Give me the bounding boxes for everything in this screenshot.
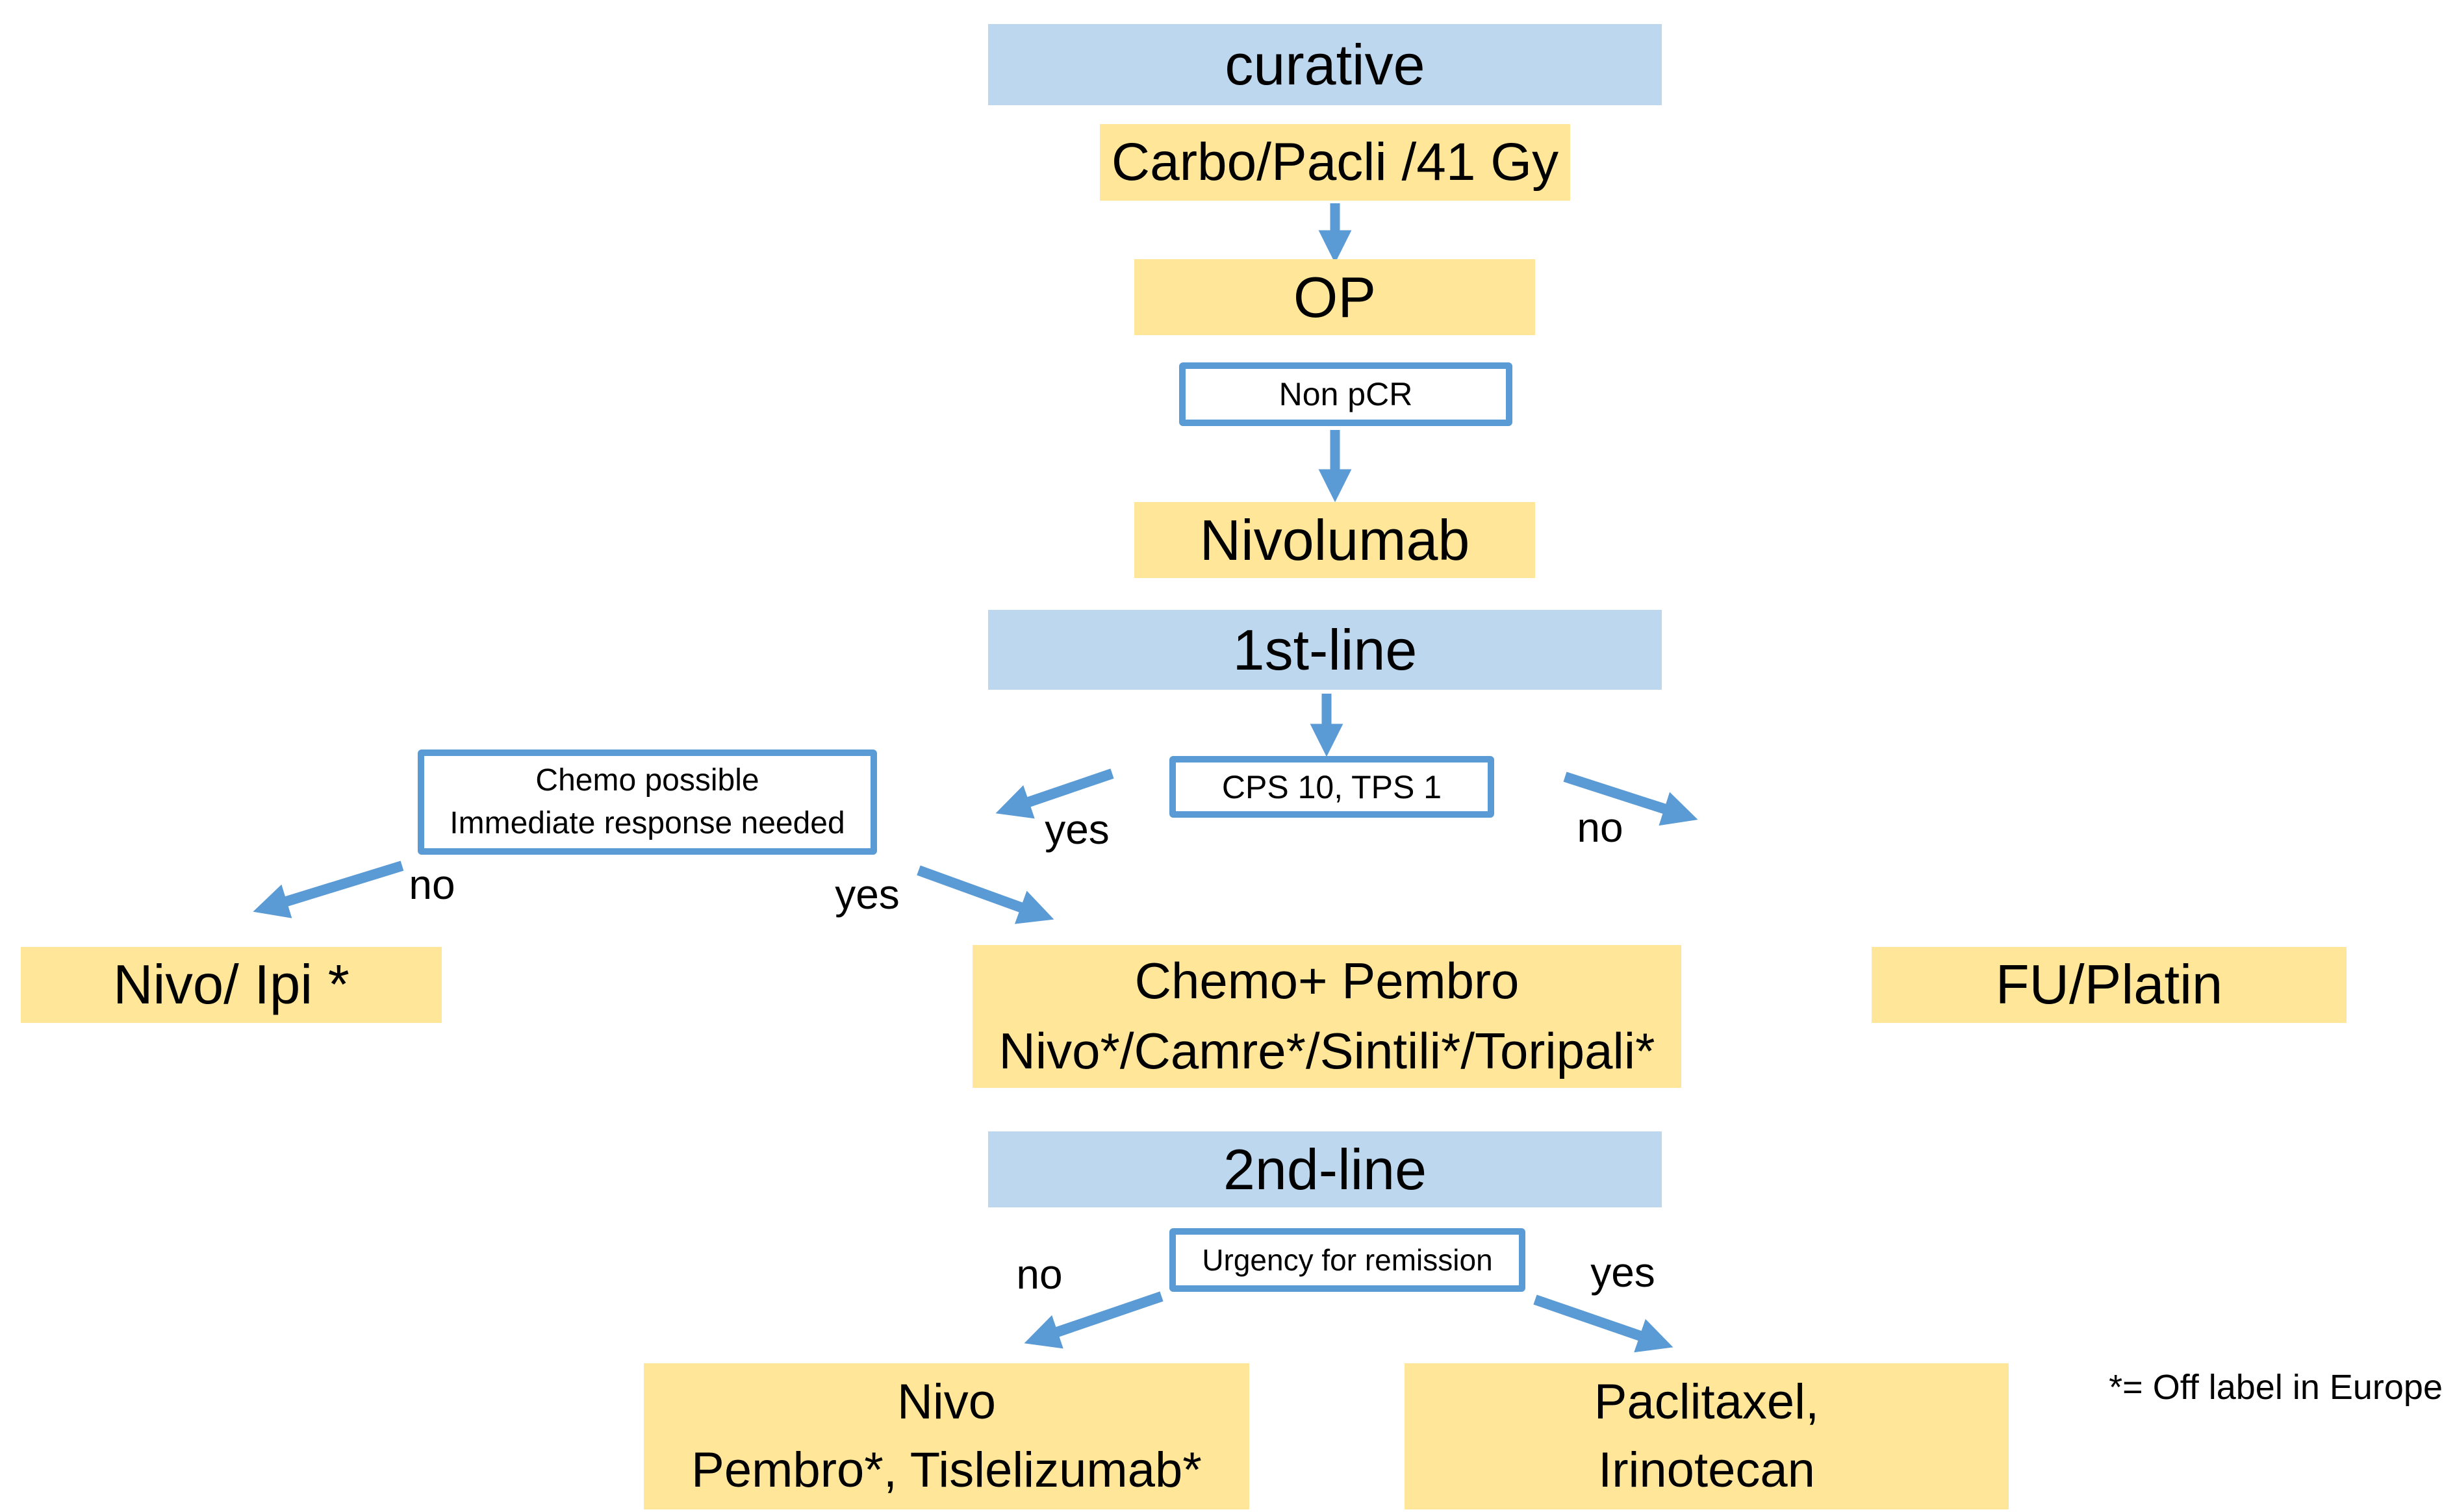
node-cps-decision-label: CPS 10, TPS 1 <box>1221 768 1442 805</box>
node-op-label: OP <box>1293 264 1377 329</box>
connector-urgency-yes <box>1533 1294 1673 1353</box>
node-chemo-possible-line2: Immediate response needed <box>450 806 845 840</box>
node-chemo-pembro-line2: Nivo*/Camre*/Sintili*/Toripali* <box>999 1022 1655 1079</box>
node-op: OP <box>1134 259 1535 335</box>
node-paclitaxel-irinotecan: Paclitaxel, Irinotecan <box>1405 1363 2009 1509</box>
node-carbo-pacli: Carbo/Pacli /41 Gy <box>1100 124 1570 201</box>
connector-urgency-no <box>1024 1291 1164 1349</box>
node-non-pcr-label: Non pCR <box>1278 376 1413 412</box>
node-chemo-pembro-line1: Chemo+ Pembro <box>1134 952 1520 1010</box>
edge-label-cps-no: no <box>1577 804 1623 851</box>
connector-chemopossible-yes <box>917 865 1054 924</box>
node-first-line-label: 1st-line <box>1232 617 1418 682</box>
edge-label-chemo-yes: yes <box>835 871 900 918</box>
node-chemo-possible: Chemo possible Immediate response needed <box>418 750 877 855</box>
node-nivo-ipi: Nivo/ Ipi * <box>21 947 442 1023</box>
node-urgency-label: Urgency for remission <box>1202 1243 1493 1277</box>
node-curative: curative <box>988 24 1662 105</box>
edge-label-urgency-yes: yes <box>1590 1249 1655 1296</box>
edge-label-chemo-no: no <box>409 861 455 908</box>
node-cps-decision: CPS 10, TPS 1 <box>1169 756 1494 818</box>
node-first-line: 1st-line <box>988 610 1662 690</box>
node-nivo-pembro-line2: Pembro*, Tislelizumab* <box>691 1442 1202 1498</box>
node-nivolumab: Nivolumab <box>1134 502 1535 578</box>
off-label-footnote: *= Off label in Europe <box>2109 1368 2443 1407</box>
node-paclitaxel-line1: Paclitaxel, <box>1594 1374 1820 1430</box>
node-fu-platin-label: FU/Platin <box>1995 953 2223 1016</box>
node-non-pcr: Non pCR <box>1179 362 1512 426</box>
node-nivo-ipi-label: Nivo/ Ipi * <box>113 953 350 1016</box>
node-second-line-label: 2nd-line <box>1223 1137 1427 1202</box>
node-fu-platin: FU/Platin <box>1872 947 2347 1023</box>
node-urgency: Urgency for remission <box>1169 1228 1525 1292</box>
node-nivo-pembro-line1: Nivo <box>897 1374 997 1430</box>
edge-label-urgency-no: no <box>1016 1251 1063 1298</box>
edge-label-cps-yes: yes <box>1045 806 1110 853</box>
node-chemo-possible-line1: Chemo possible <box>535 762 759 798</box>
node-chemo-pembro: Chemo+ Pembro Nivo*/Camre*/Sintili*/Tori… <box>973 945 1681 1088</box>
node-paclitaxel-line2: Irinotecan <box>1598 1442 1815 1498</box>
node-nivo-pembro-tislelizumab: Nivo Pembro*, Tislelizumab* <box>644 1363 1249 1509</box>
node-carbo-pacli-label: Carbo/Pacli /41 Gy <box>1111 132 1559 192</box>
node-nivolumab-label: Nivolumab <box>1199 507 1470 572</box>
connector-chemopossible-no <box>253 861 404 918</box>
node-second-line: 2nd-line <box>988 1131 1662 1207</box>
node-curative-label: curative <box>1225 32 1425 97</box>
connector-cps-yes <box>995 768 1114 819</box>
